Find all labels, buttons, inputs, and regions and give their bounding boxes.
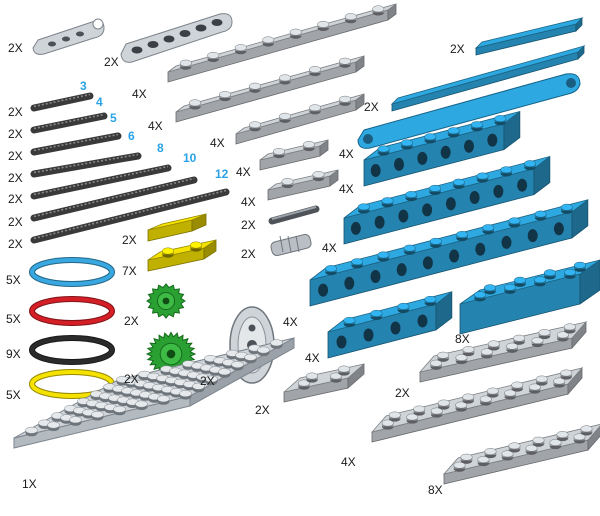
yellow-tile	[147, 213, 207, 242]
qty-plate-1x6: 4X	[148, 119, 163, 133]
qty-gear-large-2: 2X	[200, 374, 215, 388]
blue-tile-long	[390, 45, 586, 112]
qty-plate-2x2: 2X	[255, 403, 270, 417]
axle-length-8: 8	[157, 141, 164, 155]
plate-1x3	[259, 139, 329, 171]
axle-length-4: 4	[96, 95, 103, 109]
qty-liftarm-long: 2X	[104, 55, 119, 69]
plate-2x2	[283, 363, 365, 403]
qty-axle-8: 2X	[8, 192, 23, 206]
qty-plate-yellow: 7X	[122, 264, 137, 278]
qty-ring-yellow: 5X	[6, 388, 21, 402]
technic-axle-icon	[30, 112, 108, 134]
qty-axle-6: 2X	[8, 171, 23, 185]
qty-axle-5: 2X	[8, 149, 23, 163]
qty-tile-yellow: 2X	[122, 233, 137, 247]
axle-length-6: 6	[128, 129, 135, 143]
qty-gear-large: 2X	[124, 372, 139, 386]
technic-liftarm-icon	[32, 18, 105, 55]
qty-tile-blue-top: 2X	[450, 42, 465, 56]
qty-bush: 2X	[241, 247, 256, 261]
axle-length-3: 3	[80, 79, 87, 93]
technic-axle-icon	[30, 164, 172, 200]
qty-wedge-belt: 4X	[283, 315, 298, 329]
plate-1x6	[175, 55, 365, 123]
qty-liftarm-small: 2X	[8, 41, 23, 55]
qty-axle-12: 2X	[8, 237, 23, 251]
brick-2x4	[459, 259, 600, 335]
qty-peg: 2X	[241, 218, 256, 232]
plate-2x6-lower	[442, 424, 600, 485]
plate-8x8	[13, 337, 295, 449]
plate-1x4	[235, 93, 365, 145]
blue-tile	[474, 17, 584, 56]
qty-tile-blue-long: 2X	[364, 100, 379, 114]
qty-ring-red: 5X	[6, 312, 21, 326]
technic-brick-1x6	[363, 110, 521, 187]
technic-axle-icon	[30, 188, 230, 244]
qty-plate-8x8: 1X	[22, 477, 37, 491]
plate-1x2	[267, 169, 339, 201]
qty-plate-1x8: 4X	[132, 87, 147, 101]
gear-icon	[146, 283, 186, 319]
yellow-plate-1x2	[147, 239, 217, 272]
technic-axle-icon	[30, 152, 142, 178]
rubber-band-black	[29, 335, 115, 365]
qty-plate-2x8-b: 4X	[341, 455, 356, 469]
technic-brick-1x8	[343, 155, 551, 245]
rubber-band-red	[29, 296, 115, 326]
qty-ring-black: 9X	[6, 347, 21, 361]
rubber-band-blue	[29, 257, 115, 287]
axle-length-5: 5	[110, 111, 117, 125]
qty-brick-1x6: 4X	[339, 147, 354, 161]
technic-axle-icon	[30, 132, 122, 156]
qty-axle-10: 2X	[8, 215, 23, 229]
qty-gear-small: 2X	[124, 314, 139, 328]
qty-brick-2x4: 8X	[455, 332, 470, 346]
qty-axle-4: 2X	[8, 127, 23, 141]
technic-bush-icon	[270, 233, 312, 257]
qty-brick-1x8: 4X	[339, 182, 354, 196]
technic-brick-1x10	[309, 198, 589, 307]
axle-length-12: 12	[215, 167, 229, 181]
technic-liftarm-icon	[357, 73, 581, 149]
plate-2x6	[418, 320, 588, 383]
qty-ring-blue: 5X	[6, 273, 21, 287]
technic-axle-icon	[30, 92, 94, 112]
qty-plate-1x4: 4X	[210, 136, 225, 150]
technic-liftarm-icon	[120, 13, 233, 63]
axle-length-10: 10	[183, 151, 197, 165]
qty-plate-2x8-a: 2X	[395, 386, 410, 400]
qty-plate-1x3: 4X	[236, 165, 251, 179]
qty-plate-2x6: 8X	[428, 483, 443, 497]
plate-1x8	[167, 3, 397, 83]
technic-axle-icon	[30, 176, 198, 222]
qty-plate-1x2: 4X	[241, 195, 256, 209]
plate-2x8	[370, 366, 584, 443]
qty-brick-1x10: 4X	[322, 241, 337, 255]
technic-peg-icon	[268, 205, 320, 225]
technic-brick-1x4	[327, 291, 453, 359]
qty-axle-3: 2X	[8, 105, 23, 119]
qty-brick-1x4: 4X	[305, 351, 320, 365]
